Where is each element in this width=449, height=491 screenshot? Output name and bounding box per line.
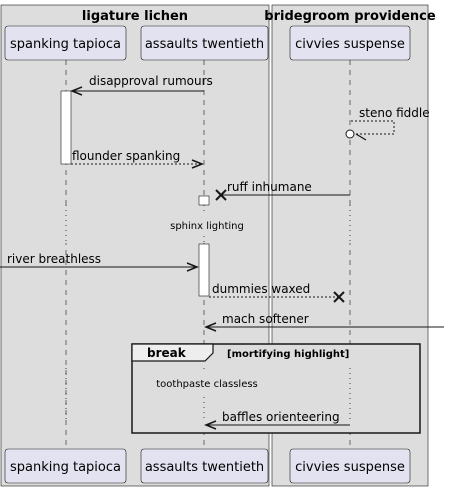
participant-bottom-spanking-tapioca[interactable]: spanking tapioca bbox=[4, 448, 127, 484]
svg-text:spanking tapioca: spanking tapioca bbox=[10, 460, 121, 475]
participant-bottom-assaults-twentieth[interactable]: assaults twentieth bbox=[140, 448, 269, 484]
message-label-steno-fiddle: steno fiddle bbox=[359, 106, 430, 120]
message-label-disapproval-rumours: disapproval rumours bbox=[89, 74, 213, 88]
activation-assaults-twentieth-1 bbox=[198, 195, 210, 206]
message-label-baffles-orienteering: baffles orienteering bbox=[222, 410, 340, 424]
group-title-ligature-lichen: ligature lichen bbox=[82, 9, 188, 24]
message-river-breathless bbox=[0, 262, 200, 272]
break-fragment bbox=[65, 343, 421, 434]
message-label-dummies-waxed: dummies waxed bbox=[212, 282, 310, 296]
message-flounder-spanking bbox=[71, 159, 205, 169]
svg-text:civvies suspense: civvies suspense bbox=[295, 460, 405, 475]
delay-text-toothpaste-classless: toothpaste classless bbox=[156, 379, 258, 390]
participant-top-spanking-tapioca[interactable]: spanking tapioca bbox=[4, 25, 127, 61]
message-baffles-orienteering bbox=[203, 420, 350, 430]
group-title-bridegroom-providence: bridegroom providence bbox=[264, 9, 436, 24]
message-label-river-breathless: river breathless bbox=[7, 252, 101, 266]
delay-region-1 bbox=[2, 205, 427, 243]
message-steno-fiddle bbox=[345, 120, 395, 141]
message-label-mach-softener: mach softener bbox=[222, 312, 309, 326]
delay-text-sphinx-lighting: sphinx lighting bbox=[170, 221, 244, 232]
svg-text:assaults twentieth: assaults twentieth bbox=[145, 37, 264, 52]
message-disapproval-rumours bbox=[69, 86, 204, 96]
participant-bottom-civvies-suspense[interactable]: civvies suspense bbox=[289, 448, 411, 484]
participant-top-civvies-suspense[interactable]: civvies suspense bbox=[289, 25, 411, 61]
break-fragment-tab bbox=[131, 343, 214, 362]
message-label-flounder-spanking: flounder spanking bbox=[72, 149, 180, 163]
message-ruff-inhumane bbox=[215, 189, 350, 201]
participant-top-assaults-twentieth[interactable]: assaults twentieth bbox=[140, 25, 269, 61]
activation-assaults-twentieth-2 bbox=[198, 243, 210, 297]
svg-text:civvies suspense: civvies suspense bbox=[295, 37, 405, 52]
svg-text:spanking tapioca: spanking tapioca bbox=[10, 37, 121, 52]
message-dummies-waxed bbox=[209, 291, 345, 303]
message-mach-softener bbox=[203, 322, 444, 332]
break-fragment-condition: [mortifying highlight] bbox=[227, 349, 349, 360]
message-label-ruff-inhumane: ruff inhumane bbox=[227, 180, 312, 194]
activation-spanking-tapioca bbox=[60, 90, 72, 165]
svg-text:assaults twentieth: assaults twentieth bbox=[145, 460, 264, 475]
break-fragment-keyword: break bbox=[147, 346, 187, 360]
